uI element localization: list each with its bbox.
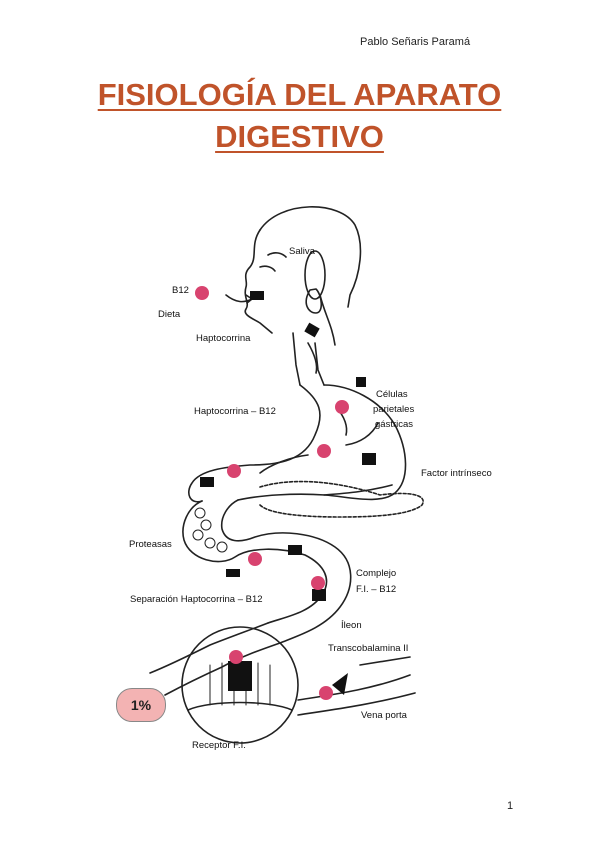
label-ileon: Íleon bbox=[341, 620, 362, 631]
label-saliva: Saliva bbox=[289, 246, 315, 257]
digestive-system-illustration bbox=[149, 206, 424, 744]
stomach-outline bbox=[188, 384, 321, 503]
face-profile bbox=[244, 229, 273, 334]
label-transcobalamina: Transcobalamina II bbox=[328, 643, 409, 654]
label-proteasas: Proteasas bbox=[129, 539, 172, 550]
page-title: FISIOLOGÍA DEL APARATO DIGESTIVO bbox=[0, 74, 599, 158]
label-complejo-2: F.I. – B12 bbox=[356, 584, 397, 595]
percent-badge: 1% bbox=[116, 688, 166, 722]
ileon bbox=[149, 622, 269, 674]
label-receptor: Receptor F.I. bbox=[192, 740, 246, 751]
head-outline bbox=[259, 206, 362, 308]
label-b12: B12 bbox=[172, 285, 189, 296]
page-number: 1 bbox=[507, 800, 514, 812]
duodenum bbox=[182, 500, 328, 624]
label-factor-intrinseco: Factor intrínseco bbox=[421, 468, 492, 479]
author-name: Pablo Señaris Paramá bbox=[360, 36, 471, 48]
label-haptocorrina-b12: Haptocorrina – B12 bbox=[194, 406, 276, 417]
esophagus bbox=[292, 332, 301, 386]
label-vena-porta: Vena porta bbox=[361, 710, 407, 721]
label-dieta: Dieta bbox=[158, 309, 181, 320]
title-line-2: DIGESTIVO bbox=[215, 119, 384, 154]
pancreas bbox=[259, 480, 424, 518]
label-celulas-2: parietales bbox=[373, 404, 415, 415]
label-separacion: Separación Haptocorrina – B12 bbox=[130, 594, 263, 605]
title-line-1: FISIOLOGÍA DEL APARATO bbox=[97, 77, 502, 112]
label-celulas-3: gástricas bbox=[375, 419, 414, 430]
portal-vein bbox=[297, 674, 411, 701]
label-complejo-1: Complejo bbox=[356, 568, 397, 579]
villi-magnification bbox=[181, 626, 299, 744]
label-haptocorrina: Haptocorrina bbox=[196, 333, 251, 344]
label-celulas-1: Células bbox=[376, 389, 408, 400]
